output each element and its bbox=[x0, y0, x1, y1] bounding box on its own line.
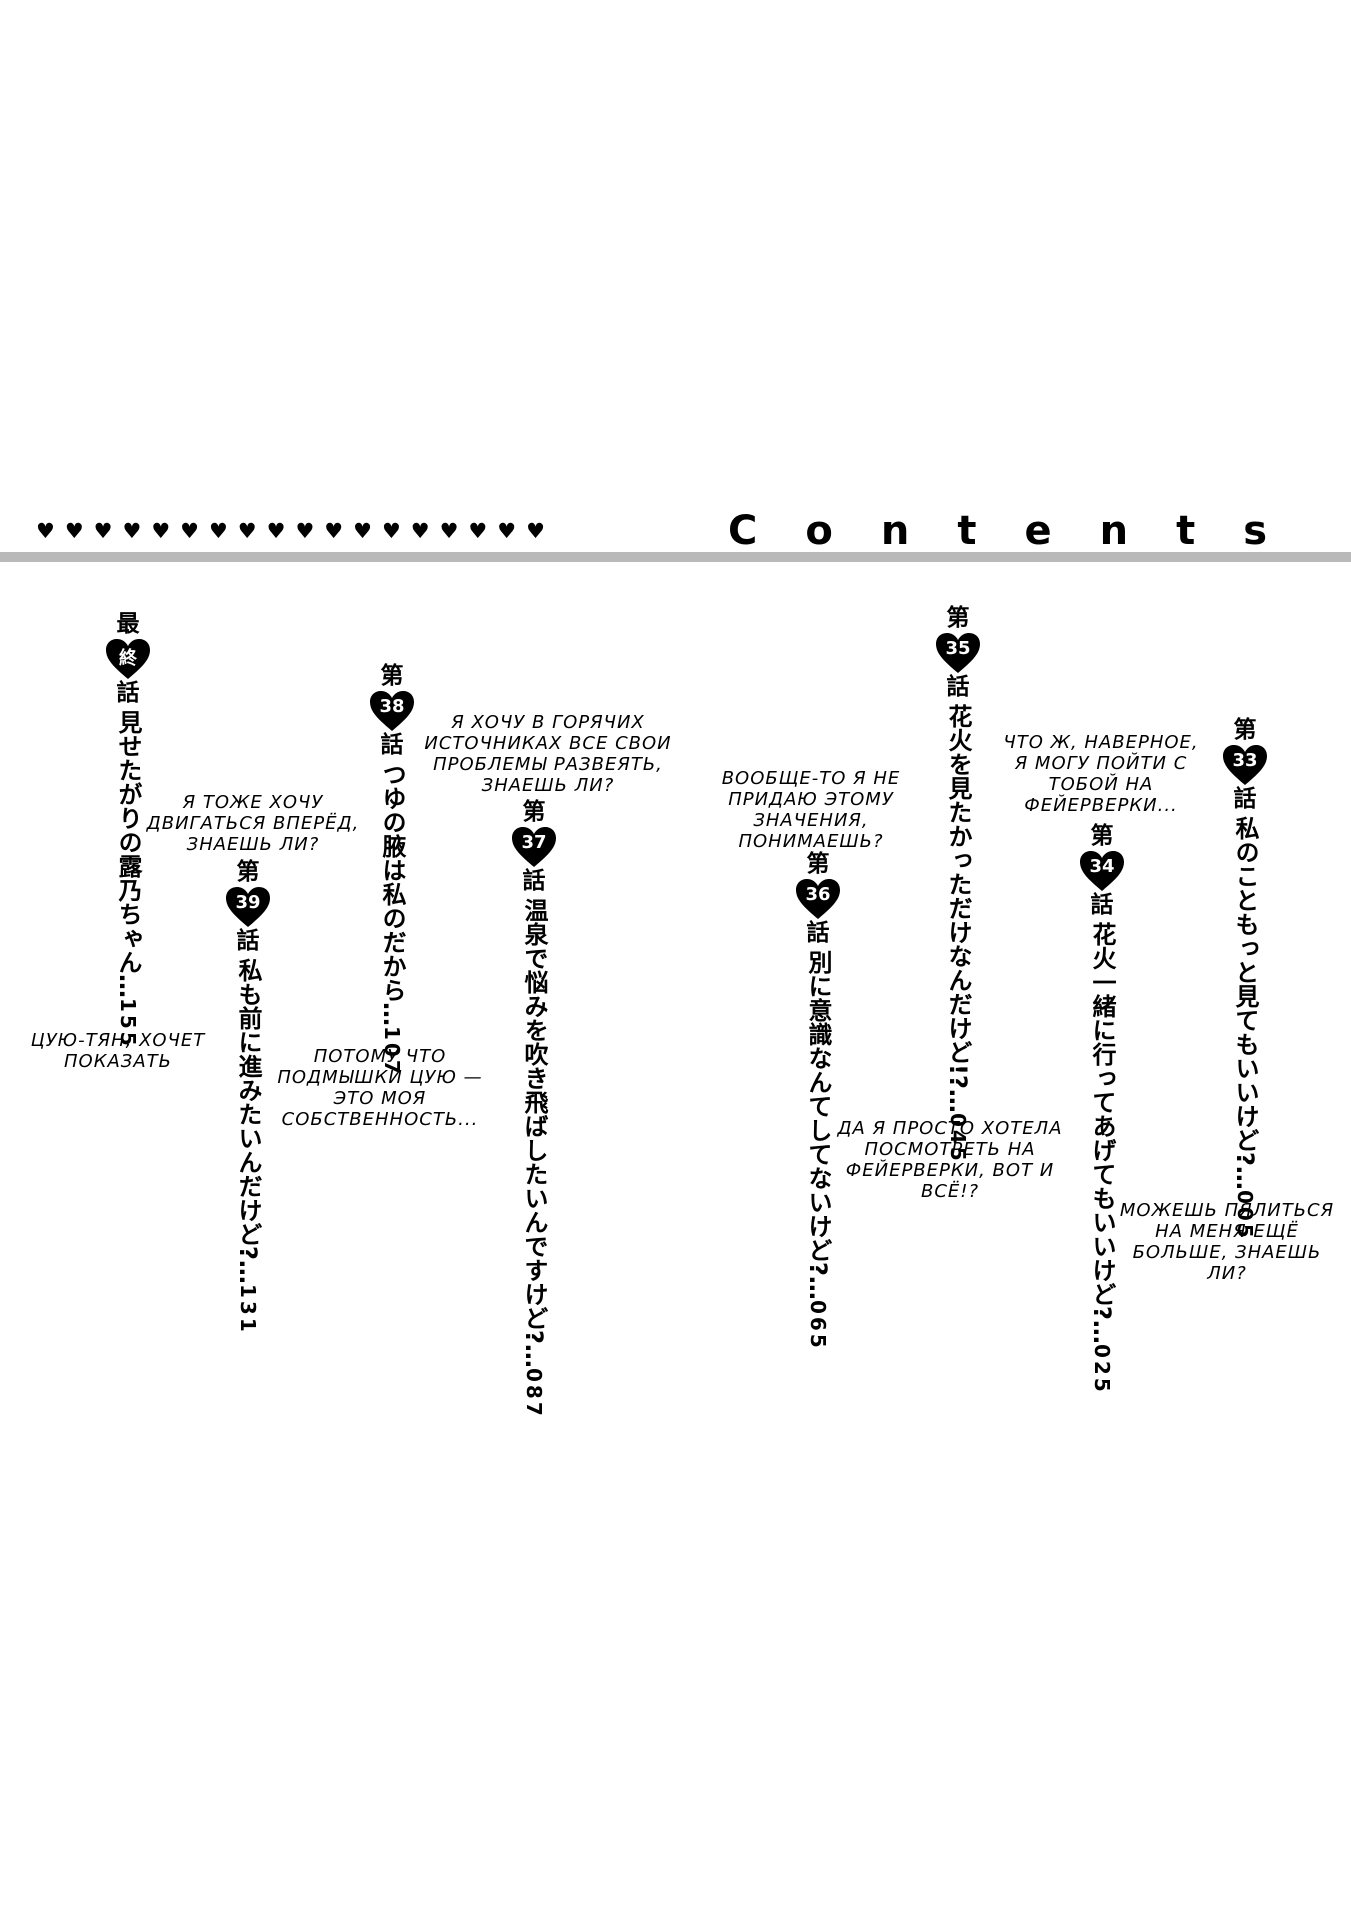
chapter-35-entry: 第 35 話 花火を見たかっただけなんだけど!?… 045 bbox=[932, 606, 984, 1164]
chapter-number-heart: 33 bbox=[1222, 744, 1268, 786]
chapter-number-heart: 37 bbox=[511, 826, 557, 868]
chapter-37-entry: 第 37 話 温泉で悩みを吹き飛ばしたいんですけど?… 087 bbox=[508, 800, 560, 1419]
chapter-caption: Потому что подмышки Цую — это моя собств… bbox=[277, 1046, 483, 1130]
heart-icon: ♥ bbox=[295, 519, 315, 543]
chapter-39-entry: 第 39 話 私も前に進みたいんだけど?… 131 bbox=[222, 860, 274, 1335]
heart-icon: ♥ bbox=[237, 519, 257, 543]
chapter-suffix: 話 bbox=[806, 920, 830, 946]
chapter-page-number: 155 bbox=[116, 998, 140, 1049]
chapter-page-number: 087 bbox=[522, 1367, 546, 1419]
chapter-33-entry: 第 33 話 私のこともっと見てもいいけど?… 005 bbox=[1219, 718, 1271, 1241]
chapter-number: 37 bbox=[521, 832, 547, 853]
chapter-title: 温泉で悩みを吹き飛ばしたいんですけど?… bbox=[520, 898, 548, 1368]
chapter-number: 35 bbox=[945, 638, 971, 659]
chapter-prefix: 第 bbox=[380, 663, 404, 689]
heart-icon: ♥ bbox=[497, 519, 517, 543]
page-title: Contents bbox=[728, 508, 1315, 554]
chapter-caption: Да я просто хотела посмотреть на фейерве… bbox=[837, 1118, 1063, 1202]
decorative-hearts-row: ♥ ♥ ♥ ♥ ♥ ♥ ♥ ♥ ♥ ♥ ♥ ♥ ♥ ♥ ♥ ♥ ♥ ♥ bbox=[36, 521, 545, 542]
chapter-number: 36 bbox=[805, 884, 831, 905]
chapter-36-entry: 第 36 話 別に意識なんてしてないけど?… 065 bbox=[792, 852, 844, 1351]
chapter-caption: Цую-тян, хочет показать bbox=[30, 1030, 206, 1072]
heart-icon: ♥ bbox=[151, 519, 171, 543]
chapter-prefix: 第 bbox=[1090, 823, 1114, 849]
chapter-suffix: 話 bbox=[946, 674, 970, 700]
chapter-number-heart: 終 bbox=[105, 638, 151, 680]
chapter-page-number: 045 bbox=[946, 1112, 970, 1164]
chapter-number: 39 bbox=[235, 892, 261, 913]
chapter-title: つゆの腋は私のだから… bbox=[378, 762, 406, 1026]
chapter-prefix: 第 bbox=[236, 859, 260, 885]
chapter-page-number: 005 bbox=[1233, 1189, 1257, 1241]
heart-icon: ♥ bbox=[353, 519, 372, 543]
chapter-suffix: 話 bbox=[1090, 892, 1114, 918]
chapter-title: 花火一緒に行ってあげてもいいけど?… bbox=[1088, 922, 1116, 1344]
chapter-title: 見せたがりの露乃ちゃん… bbox=[114, 710, 142, 998]
heart-icon: ♥ bbox=[266, 519, 286, 543]
heart-icon: ♥ bbox=[410, 519, 430, 543]
chapter-34-entry: 第 34 話 花火一緒に行ってあげてもいいけど?… 025 bbox=[1076, 824, 1128, 1395]
chapter-prefix: 第 bbox=[946, 605, 970, 631]
chapter-number-heart: 39 bbox=[225, 886, 271, 928]
chapter-prefix: 第 bbox=[1233, 717, 1257, 743]
heart-icon: ♥ bbox=[468, 519, 488, 543]
heart-icon: ♥ bbox=[208, 519, 228, 543]
chapter-number: 38 bbox=[379, 696, 405, 717]
chapter-title: 花火を見たかっただけなんだけど!?… bbox=[944, 704, 972, 1113]
chapter-page-number: 025 bbox=[1090, 1343, 1114, 1395]
chapter-title: 私のこともっと見てもいいけど?… bbox=[1231, 816, 1259, 1190]
chapter-caption: Я хочу в горячих источниках все свои про… bbox=[424, 712, 672, 796]
chapter-suffix: 話 bbox=[116, 680, 140, 706]
chapter-page-number: 107 bbox=[380, 1026, 404, 1077]
chapter-number-heart: 34 bbox=[1079, 850, 1125, 892]
chapter-prefix: 第 bbox=[806, 851, 830, 877]
chapter-number: 終 bbox=[119, 648, 137, 669]
chapter-title: 私も前に進みたいんだけど?… bbox=[234, 958, 262, 1284]
chapter-38-entry: 第 38 話 つゆの腋は私のだから… 107 bbox=[366, 664, 418, 1077]
chapter-prefix: 第 bbox=[522, 799, 546, 825]
chapter-title: 別に意識なんてしてないけど?… bbox=[804, 950, 832, 1300]
chapter-page-number: 065 bbox=[806, 1299, 830, 1351]
chapter-caption: Можешь пялиться на меня ещё больше, знае… bbox=[1119, 1200, 1335, 1284]
chapter-caption: Что ж, наверное, я могу пойти с тобой на… bbox=[1003, 732, 1199, 816]
chapter-suffix: 話 bbox=[236, 928, 260, 954]
heart-icon: ♥ bbox=[324, 519, 344, 543]
heart-icon: ♥ bbox=[64, 519, 84, 543]
chapter-number-heart: 36 bbox=[795, 878, 841, 920]
heart-icon: ♥ bbox=[180, 519, 199, 543]
heart-icon: ♥ bbox=[93, 519, 113, 543]
chapter-page-number: 131 bbox=[236, 1283, 260, 1335]
chapter-caption: Вообще-то я не придаю этому значения, по… bbox=[721, 768, 901, 852]
chapter-number: 33 bbox=[1232, 750, 1258, 771]
heart-icon: ♥ bbox=[122, 519, 142, 543]
heart-icon: ♥ bbox=[36, 519, 55, 543]
chapter-prefix: 最 bbox=[116, 611, 140, 637]
heart-icon: ♥ bbox=[526, 519, 545, 543]
heart-icon: ♥ bbox=[381, 519, 401, 543]
chapter-number-heart: 35 bbox=[935, 632, 981, 674]
header-divider bbox=[0, 552, 1351, 562]
chapter-number: 34 bbox=[1089, 856, 1115, 877]
chapter-suffix: 話 bbox=[1233, 786, 1257, 812]
chapter-caption: Я тоже хочу двигаться вперёд, знаешь ли? bbox=[146, 792, 360, 855]
heart-icon: ♥ bbox=[439, 519, 459, 543]
chapter-number-heart: 38 bbox=[369, 690, 415, 732]
chapter-suffix: 話 bbox=[380, 732, 404, 758]
chapter-final-entry: 最 終 話 見せたがりの露乃ちゃん… 155 bbox=[102, 612, 154, 1049]
chapter-suffix: 話 bbox=[522, 868, 546, 894]
